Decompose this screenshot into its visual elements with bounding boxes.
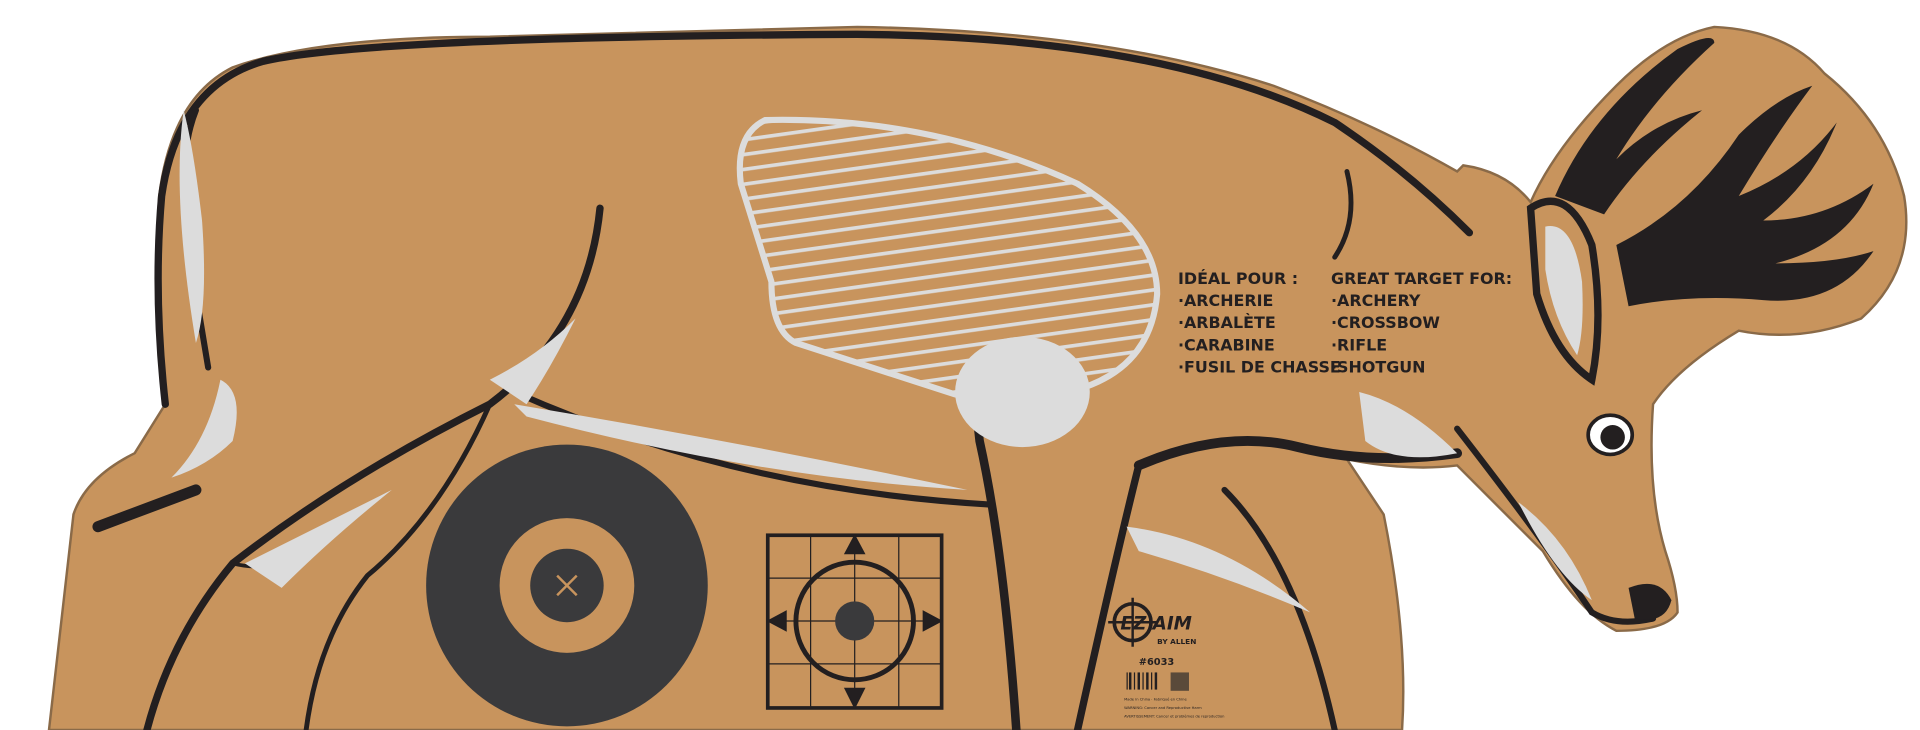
- nose: [1628, 583, 1672, 620]
- fr-item: ·ARBALÈTE: [1178, 313, 1276, 332]
- usage-text-en: GREAT TARGET FOR: ·ARCHERY ·CROSSBOW ·RI…: [1331, 269, 1512, 376]
- grid-target: [765, 533, 944, 710]
- antlers: [1555, 37, 1874, 307]
- fr-item: ·FUSIL DE CHASSE: [1178, 357, 1341, 376]
- en-item: ·RIFLE: [1331, 335, 1387, 354]
- en-item: ·SHOTGUN: [1331, 357, 1425, 376]
- en-item: ·ARCHERY: [1331, 291, 1421, 310]
- bullseye-target: [426, 444, 708, 727]
- brand-name: EZ AIM: [1120, 614, 1192, 635]
- ear-inner: [1545, 226, 1583, 356]
- fr-item: ·ARCHERIE: [1178, 291, 1273, 310]
- x-mark-icon: [556, 574, 578, 597]
- usage-text-fr: IDÉAL POUR : ·ARCHERIE ·ARBALÈTE ·CARABI…: [1178, 269, 1341, 376]
- brand-logo: EZ AIM BY ALLEN #6033 Made in China · Fa…: [1108, 597, 1224, 719]
- fr-item: ·CARABINE: [1178, 335, 1275, 354]
- origin-text: Made in China · Fabriqué en Chine: [1124, 698, 1187, 702]
- barcode: [1126, 672, 1158, 690]
- eye-pupil: [1600, 425, 1625, 450]
- en-item: ·CROSSBOW: [1331, 313, 1440, 332]
- vital-zone: [736, 116, 1161, 402]
- fr-heading: IDÉAL POUR :: [1178, 269, 1298, 288]
- warning-text-fr: AVERTISSEMENT: Cancer et problèmes de re…: [1124, 715, 1224, 719]
- qr-code: [1170, 672, 1189, 691]
- heart-zone: [955, 336, 1090, 448]
- deer-outline: [92, 30, 1657, 730]
- en-heading: GREAT TARGET FOR:: [1331, 269, 1512, 288]
- model-number: #6033: [1139, 657, 1175, 668]
- deer-highlights: [171, 110, 1592, 613]
- brand-sub: BY ALLEN: [1157, 637, 1196, 646]
- warning-text: WARNING: Cancer and Reproductive Harm: [1124, 706, 1202, 710]
